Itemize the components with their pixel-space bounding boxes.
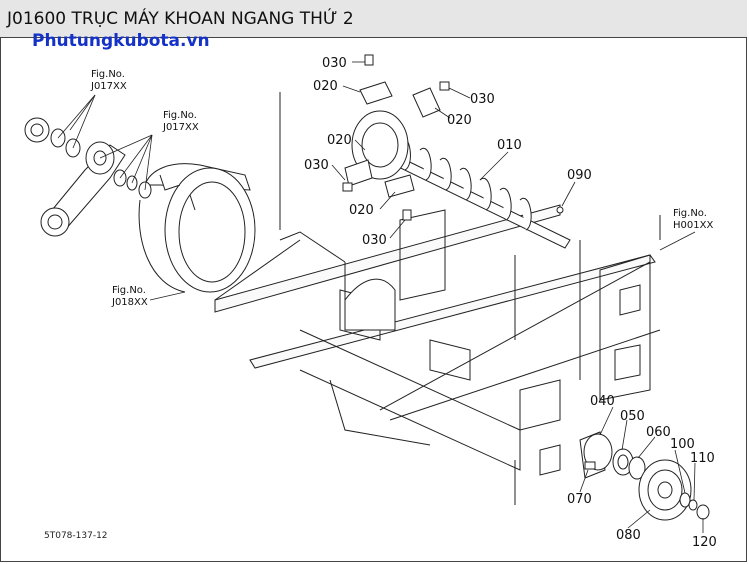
part-label-030: 030 — [304, 158, 329, 173]
part-label-020: 020 — [447, 113, 472, 128]
sprocket-arm-assembly — [24, 117, 152, 237]
part-label-120: 120 — [692, 535, 717, 550]
fig-ref-code: J018XX — [111, 297, 148, 308]
part-label-030: 030 — [322, 56, 347, 71]
part-label-030: 030 — [362, 233, 387, 248]
drawing-code: 5T078-137-12 — [44, 531, 108, 541]
page-title: J01600 TRỤC MÁY KHOAN NGANG THỨ 2 — [7, 9, 354, 29]
fig-ref-label: Fig.No. — [112, 285, 146, 296]
part-label-080: 080 — [616, 528, 641, 543]
fan-housing — [138, 163, 256, 293]
pulley-assembly — [579, 431, 710, 521]
fig-ref-label: Fig.No. — [673, 208, 707, 219]
figure-references: Fig.No. J017XX Fig.No. J017XX Fig.No. J0… — [90, 69, 713, 308]
part-label-110: 110 — [690, 451, 715, 466]
part-number-labels: 030 020 030 020 020 030 010 090 020 030 … — [304, 56, 717, 550]
auger-shaft — [351, 110, 571, 249]
fig-ref-label: Fig.No. — [163, 110, 197, 121]
plates-and-bolts — [342, 54, 450, 221]
part-label-020: 020 — [313, 79, 338, 94]
fig-ref-code: J017XX — [90, 81, 127, 92]
fig-ref-label: Fig.No. — [91, 69, 125, 80]
fig-ref-code: J017XX — [162, 122, 199, 133]
watermark-text: Phutungkubota.vn — [32, 31, 210, 51]
fig-ref-code: H001XX — [673, 220, 713, 231]
exploded-parts-diagram: Fig.No. J017XX Fig.No. J017XX Fig.No. J0… — [24, 54, 717, 550]
part-label-010: 010 — [497, 138, 522, 153]
part-label-100: 100 — [670, 437, 695, 452]
part-label-030: 030 — [470, 92, 495, 107]
part-label-020: 020 — [349, 203, 374, 218]
part-label-050: 050 — [620, 409, 645, 424]
part-label-020: 020 — [327, 133, 352, 148]
frame-structure — [214, 92, 661, 505]
title-bar: J01600 TRỤC MÁY KHOAN NGANG THỨ 2 — [0, 0, 747, 38]
part-label-060: 060 — [646, 425, 671, 440]
part-label-090: 090 — [567, 168, 592, 183]
leader-lines — [57, 61, 704, 533]
part-label-040: 040 — [590, 394, 615, 409]
part-label-070: 070 — [567, 492, 592, 507]
